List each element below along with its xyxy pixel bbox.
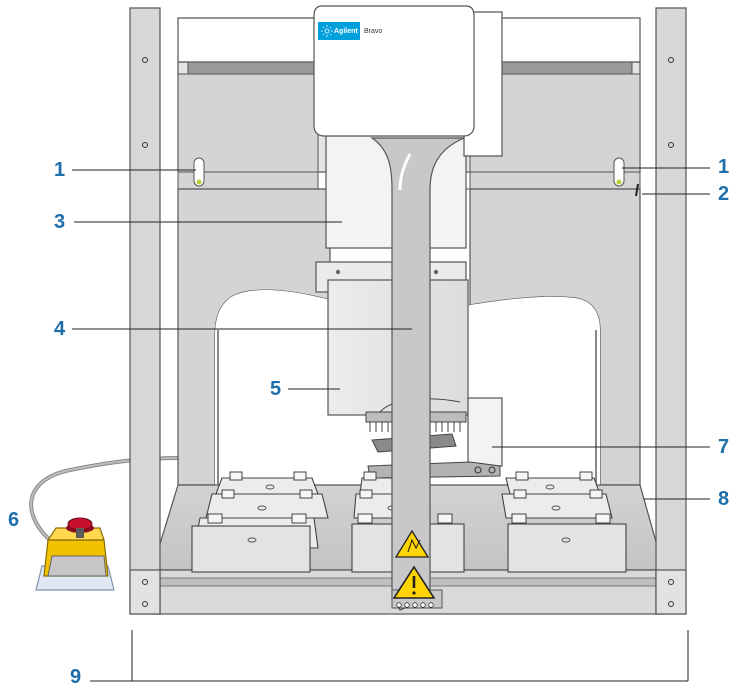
- model-name: Bravo: [364, 28, 383, 35]
- callout-6: 6: [8, 509, 20, 531]
- callout-1-right: 1: [718, 156, 730, 178]
- callout-2: 2: [718, 183, 730, 205]
- brand-logo-text: Agilent: [334, 28, 358, 35]
- leader-lines: [72, 167, 710, 682]
- callout-1-left: 1: [54, 159, 66, 181]
- callout-9: 9: [70, 666, 82, 688]
- callout-3: 3: [54, 211, 66, 233]
- pinch-warning-icon: [394, 529, 430, 558]
- status-light-left: [193, 157, 205, 187]
- callout-5: 5: [270, 378, 282, 400]
- status-light-right: [613, 157, 625, 187]
- callout-8: 8: [718, 488, 730, 510]
- frame-post-right: [655, 7, 687, 615]
- brand-logo: [318, 22, 360, 40]
- gripper-housing: [467, 397, 503, 467]
- frame-post-left: [129, 7, 161, 615]
- emergency-stop: [35, 517, 115, 591]
- callout-7: 7: [718, 436, 730, 458]
- power-switch: [635, 183, 639, 197]
- callout-4: 4: [54, 318, 66, 340]
